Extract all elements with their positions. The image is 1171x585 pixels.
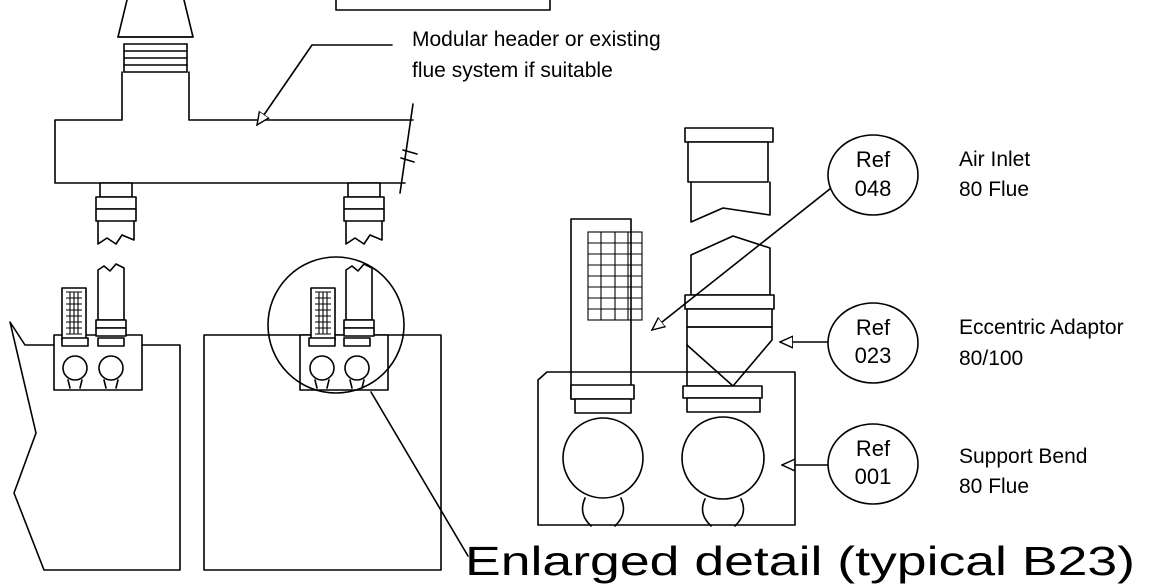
- support-label-line2: 80 Flue: [959, 475, 1029, 498]
- ref-023-number: 023: [855, 343, 892, 368]
- ref-001-top: Ref: [856, 436, 891, 461]
- header-leader: [257, 44, 393, 125]
- ref-048-top: Ref: [856, 147, 891, 172]
- ref-023-bubble: Ref 023: [827, 302, 919, 384]
- detail-circle: [267, 256, 405, 394]
- left-appliance: [9, 263, 181, 571]
- diagram-caption: Enlarged detail (typical B23): [465, 538, 1135, 584]
- flue-header: [54, 71, 418, 194]
- eccentric-label-line2: 80/100: [959, 347, 1023, 370]
- air-inlet-label-line2: 80 Flue: [959, 178, 1029, 201]
- flue-terminal: [117, 0, 194, 73]
- ref-048-number: 048: [855, 176, 892, 201]
- ref-001-number: 001: [855, 464, 892, 489]
- eccentric-label-line1: Eccentric Adaptor: [959, 316, 1124, 339]
- right-appliance: [203, 263, 442, 571]
- air-inlet-label-line1: Air Inlet: [959, 148, 1030, 171]
- support-label-line1: Support Bend: [959, 445, 1087, 468]
- flue-pipe: [681, 127, 775, 527]
- ref-048-leader: [652, 176, 846, 330]
- right-pipe-stub: [343, 182, 385, 245]
- header-label-line2: flue system if suitable: [412, 59, 613, 82]
- top-box: [335, 0, 551, 11]
- left-pipe-stub: [95, 182, 137, 245]
- detail-appliance: [537, 371, 796, 526]
- detail-leader: [370, 391, 469, 557]
- header-label-line1: Modular header or existing: [412, 28, 661, 51]
- air-inlet-pipe: [562, 218, 644, 527]
- ref-048-bubble: Ref 048: [827, 134, 919, 216]
- ref-023-top: Ref: [856, 315, 891, 340]
- ref-001-bubble: Ref 001: [827, 423, 919, 505]
